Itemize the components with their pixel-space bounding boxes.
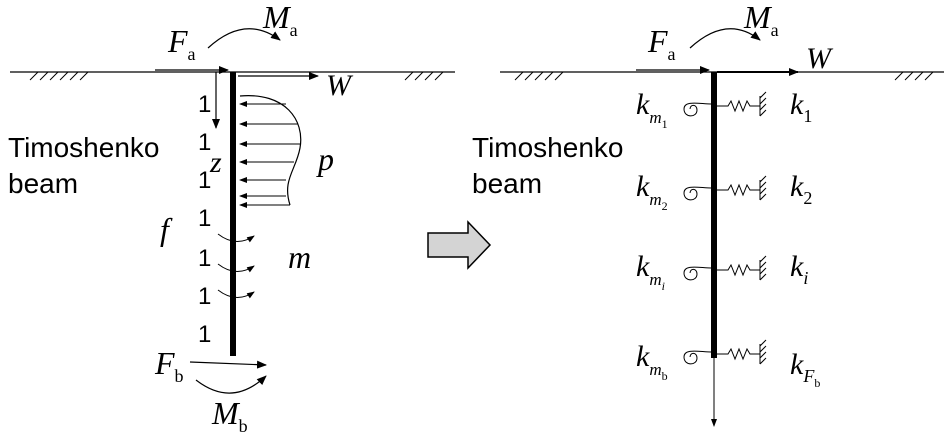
left-one-1: 1 [198,91,211,118]
right-trans-spring-2 [717,175,767,201]
left-z-label: z [209,146,222,179]
left-Fb-label: Fb [154,345,184,386]
right-kFb-label: kFb [790,348,820,390]
left-beam-label-line2: beam [8,168,78,199]
right-k1-label: k1 [790,88,812,126]
right-k2-label: k2 [790,170,812,208]
left-Fb-arrow [189,360,267,369]
transform-arrow [427,220,492,270]
left-beam-label-line1: Timoshenko [8,132,159,163]
left-Mb-arrow [195,375,267,394]
right-beam-label-line2: beam [472,168,542,199]
right-ground-hatch-right [894,71,934,81]
left-diagram: Fa Ma W z 1 1 1 1 1 1 1 1 p f m [8,0,455,436]
right-beam-label-line1: Timoshenko [472,132,623,163]
left-ground-hatch-left [29,71,89,81]
right-beam [711,72,717,358]
right-Fa-label: Fa [647,23,676,64]
left-m-label: m [288,239,311,275]
right-km1-label: km1 [636,88,668,131]
left-ground-hatch-right [404,71,444,81]
left-one-3: 1 [198,167,211,194]
left-Ma-arrow [207,28,281,49]
right-W-label: W [806,42,834,75]
right-rot-spring-1 [683,102,712,117]
left-W-label: W [326,69,354,102]
left-Ma-label: Ma [262,0,298,40]
right-ki-label: ki [790,250,808,288]
left-m-arc-3 [217,289,255,299]
left-Mb-label: Mb [211,395,248,436]
left-m-arc-2 [217,263,255,273]
right-Ma-label: Ma [743,0,779,40]
right-rot-spring-2 [683,186,712,201]
right-diagram: Fa Ma W [472,0,944,427]
right-kmb-label: kmb [636,340,668,383]
right-km2-label: km2 [636,170,668,213]
left-one-7: 1 [198,321,211,348]
right-rot-spring-3 [683,266,712,281]
left-one-6: 1 [198,283,211,310]
right-Ma-arrow [689,28,761,49]
right-kmi-label: kmi [636,250,665,293]
right-rot-spring-4 [683,350,712,365]
right-trans-spring-1 [717,91,767,117]
left-one-4: 1 [198,205,211,232]
left-one-2: 1 [198,129,211,156]
left-Fa-label: Fa [167,23,196,64]
left-one-5: 1 [198,245,211,272]
right-ground-hatch-left [514,71,564,81]
right-trans-spring-3 [717,255,767,281]
left-m-arc-1 [217,233,255,243]
left-f-label: f [160,211,173,247]
right-trans-spring-4 [717,339,767,365]
left-beam [230,72,236,356]
left-p-load-curve [239,95,302,206]
left-p-label: p [316,141,334,177]
